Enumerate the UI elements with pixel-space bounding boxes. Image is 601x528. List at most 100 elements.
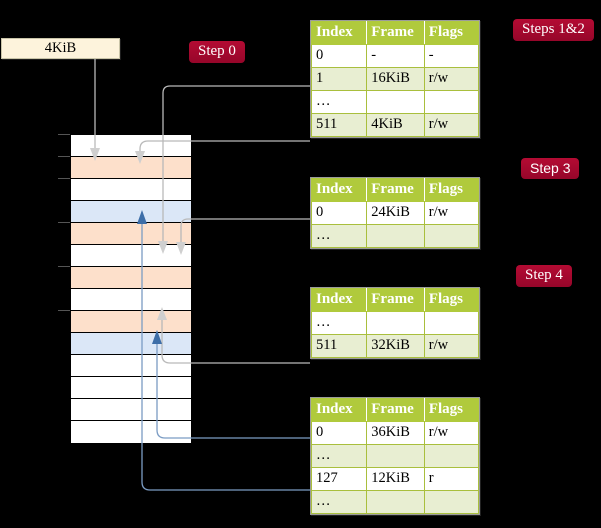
memory-frame — [71, 377, 191, 399]
cell-flags: r/w — [423, 421, 480, 445]
column-header-flags: Flags — [423, 398, 480, 422]
memory-frame — [71, 201, 191, 223]
cell-index: 127 — [310, 467, 368, 491]
table-row: … — [310, 90, 480, 114]
memory-frame-tick — [58, 222, 70, 223]
column-header-index: Index — [310, 21, 368, 45]
source-frame-box: 4KiB — [1, 38, 120, 59]
cell-frame: - — [366, 44, 425, 68]
cell-flags — [423, 490, 480, 514]
cell-index: … — [310, 90, 368, 114]
memory-frame — [71, 223, 191, 245]
column-header-frame: Frame — [366, 178, 425, 202]
memory-frame — [71, 311, 191, 333]
cell-frame: 36KiB — [366, 421, 425, 445]
badge-step-3-label: Step 3 — [530, 160, 571, 176]
table-row: … — [310, 490, 480, 514]
cell-frame — [366, 311, 425, 335]
column-header-flags: Flags — [423, 21, 480, 45]
table-row: … — [310, 311, 480, 335]
badge-step-0: Step 0 — [189, 41, 245, 64]
cell-index: 511 — [310, 113, 368, 137]
memory-frame-tick — [58, 134, 70, 135]
cell-frame: 32KiB — [366, 334, 425, 358]
cell-flags: r/w — [423, 334, 480, 358]
badge-step-4-label: Step 4 — [525, 267, 563, 283]
table-row: … — [310, 224, 480, 248]
cell-flags: r/w — [423, 201, 480, 225]
cell-index: … — [310, 444, 368, 468]
memory-frame — [71, 333, 191, 355]
memory-frame — [71, 399, 191, 421]
memory-frame-tick — [58, 310, 70, 311]
cell-flags — [423, 444, 480, 468]
cell-frame — [366, 490, 425, 514]
column-header-frame: Frame — [366, 288, 425, 312]
badge-step-0-label: Step 0 — [198, 43, 236, 59]
cell-index: … — [310, 224, 368, 248]
cell-flags: r/w — [423, 113, 480, 137]
column-header-index: Index — [310, 178, 368, 202]
memory-frame-tick — [58, 156, 70, 157]
column-header-flags: Flags — [423, 178, 480, 202]
memory-frame — [71, 157, 191, 179]
cell-frame: 16KiB — [366, 67, 425, 91]
badge-step-4: Step 4 — [516, 265, 572, 288]
memory-frame — [71, 179, 191, 201]
badge-steps-1-2-label: Steps 1&2 — [522, 21, 585, 37]
table-row: 0-- — [310, 44, 480, 68]
cell-flags: - — [423, 44, 480, 68]
memory-frame — [71, 289, 191, 311]
badge-steps-1-2: Steps 1&2 — [513, 19, 594, 42]
cell-flags — [423, 224, 480, 248]
cell-index: … — [310, 490, 368, 514]
memory-frame-tick — [58, 178, 70, 179]
cell-frame: 12KiB — [366, 467, 425, 491]
memory-frame — [71, 135, 191, 157]
cell-frame: 4KiB — [366, 113, 425, 137]
column-header-flags: Flags — [423, 288, 480, 312]
cell-frame — [366, 90, 425, 114]
cell-frame — [366, 224, 425, 248]
cell-index: 0 — [310, 421, 368, 445]
badge-step-3: Step 3 — [521, 158, 580, 180]
cell-index: 0 — [310, 44, 368, 68]
source-frame-label: 4KiB — [44, 40, 77, 56]
cell-index: 1 — [310, 67, 368, 91]
memory-frame — [71, 267, 191, 289]
cell-index: … — [310, 311, 368, 335]
memory-frame — [71, 355, 191, 377]
column-header-index: Index — [310, 398, 368, 422]
cell-frame — [366, 444, 425, 468]
cell-index: 511 — [310, 334, 368, 358]
cell-index: 0 — [310, 201, 368, 225]
cell-flags — [423, 311, 480, 335]
column-header-frame: Frame — [366, 21, 425, 45]
physical-memory-column — [70, 134, 191, 443]
cell-flags: r — [423, 467, 480, 491]
column-header-frame: Frame — [366, 398, 425, 422]
memory-frame-tick — [58, 266, 70, 267]
memory-frame — [71, 245, 191, 267]
cell-flags: r/w — [423, 67, 480, 91]
memory-frame — [71, 421, 191, 443]
column-header-index: Index — [310, 288, 368, 312]
